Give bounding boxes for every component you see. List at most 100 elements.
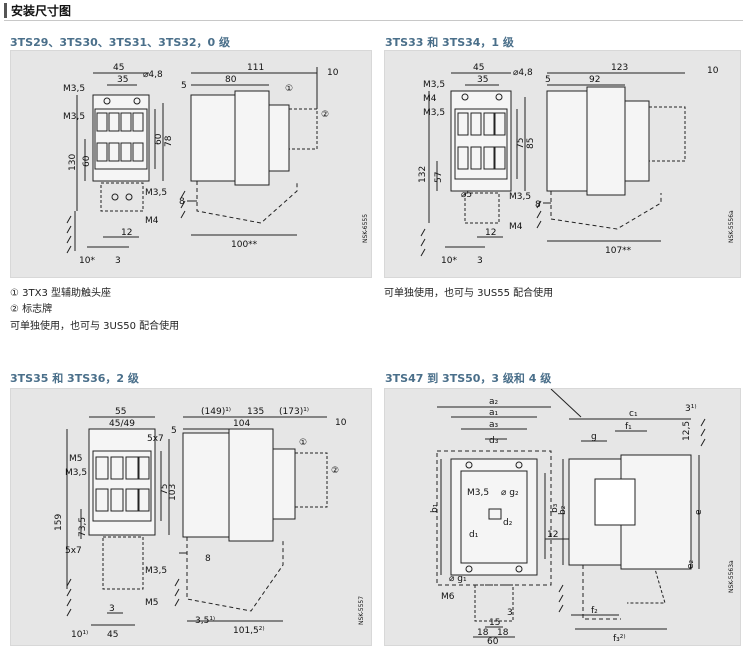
- label-screw-3: M3,5: [145, 566, 167, 576]
- label-screw-2: M3,5: [423, 108, 445, 118]
- dimension-drawing-3: a₂ a₁ a₃ d₃ b₁ b₃ M3,5 ⌀ g₂ d₁ d₂ ⌀ g₁ M…: [430, 389, 735, 645]
- label-screw-4: M4: [509, 222, 523, 232]
- drawing-panel-3: a₂ a₁ a₃ d₃ b₁ b₃ M3,5 ⌀ g₂ d₁ d₂ ⌀ g₁ M…: [384, 388, 741, 646]
- dim-slot: 5x7: [147, 434, 164, 444]
- label-screw-m5: M5: [69, 454, 83, 464]
- dim-12: 12: [547, 530, 558, 540]
- callout-1: ①: [299, 438, 307, 448]
- dim-depth-8: 8: [535, 200, 541, 210]
- dim-45: 45: [107, 630, 118, 640]
- header-accent-bar: [4, 3, 7, 18]
- dim-3: 3: [115, 256, 121, 266]
- dim-173: (173)¹⁾: [279, 407, 309, 417]
- dim-depth-5: 5: [545, 75, 551, 85]
- drawing-panel-2: 55 45/49 5x7 M5 M3,5 159 75 103 73,5 5x7…: [10, 388, 372, 646]
- label-screw-m4: M4: [423, 94, 437, 104]
- dim-d2: d₂: [503, 518, 513, 528]
- dimension-drawing-1: 45 35 ⌀4,8 M3,5 M4 M3,5 132 57 75 85 ⌀5 …: [418, 63, 735, 266]
- dim-149: (149)¹⁾: [201, 407, 231, 417]
- dim-12: 12: [121, 228, 132, 238]
- dim-depth-10: 10: [327, 68, 339, 78]
- dim-135: 135: [247, 407, 264, 417]
- dim-b3: b₃: [550, 503, 560, 513]
- dim-g2: ⌀ g₂: [501, 488, 519, 498]
- dim-8: 8: [205, 554, 211, 564]
- dim-width-total: 55: [115, 407, 126, 417]
- label-screw-2: M3,5: [63, 112, 85, 122]
- label-screw-4: M5: [145, 598, 159, 608]
- dim-depth-92: 92: [589, 75, 600, 85]
- dim-width-inner: 45/49: [109, 419, 135, 429]
- drawing-panel-0: 45 35 ⌀4,8 M3,5 M3,5 130 60 60 78 M3,5 M…: [10, 50, 372, 278]
- dim-3-5: 3,5¹⁾: [195, 616, 215, 626]
- note-0-2: 可单独使用，也可与 3US50 配合使用: [10, 321, 180, 332]
- callout-2: ②: [331, 466, 339, 476]
- dim-depth-total: 123: [611, 63, 628, 73]
- dim-g1: ⌀ g₁: [449, 574, 467, 584]
- label-screw: M3,5: [467, 488, 489, 498]
- dim-b1: b₁: [430, 503, 440, 513]
- dim-depth-total: 111: [247, 63, 264, 73]
- dim-height-total: 132: [418, 166, 428, 183]
- section-title-2: 3TS35 和 3TS36，2 级: [10, 372, 139, 385]
- section-title-1: 3TS33 和 3TS34，1 级: [385, 36, 514, 49]
- dim-height-total: 130: [68, 154, 78, 171]
- label-screw-1: M3,5: [423, 80, 445, 90]
- dim-width-inner: 35: [117, 75, 128, 85]
- dim-d3: d₃: [489, 436, 499, 446]
- drawing-code: NSK-5556a: [728, 210, 735, 243]
- dim-10-side: 10: [335, 418, 347, 428]
- dim-3: 3: [109, 604, 115, 614]
- dim-depth-80: 80: [225, 75, 237, 85]
- dim-10: 10*: [79, 256, 95, 266]
- drawing-code: NSK-5563a: [728, 560, 735, 593]
- dim-a2: a₂: [489, 397, 499, 407]
- dim-3-1: 3¹⁾: [685, 404, 697, 414]
- dim-10: 10*: [441, 256, 457, 266]
- page-header: 安装尺寸图: [0, 0, 747, 22]
- dim-height-r1: 75: [516, 138, 526, 149]
- note-1-0: 可单独使用，也可与 3US55 配合使用: [384, 288, 554, 299]
- dim-a1: a₁: [489, 408, 499, 418]
- dim-width-total: 45: [473, 63, 484, 73]
- dim-slot-2: 5x7: [65, 546, 82, 556]
- dim-depth-8: 8: [179, 197, 185, 207]
- dim-e2: e₂: [686, 559, 696, 569]
- dim-depth-100: 100**: [231, 240, 258, 250]
- dim-height-total: 159: [54, 514, 64, 531]
- note-0-0: ① 3TX3 型辅助触头座: [10, 288, 112, 299]
- dim-f1: f₁: [625, 422, 632, 432]
- dim-101-5: 101,5²⁾: [233, 626, 265, 636]
- dim-b2: b₂: [558, 505, 568, 515]
- label-screw-3: M3,5: [145, 188, 167, 198]
- dim-height-r2: 103: [168, 484, 178, 501]
- dim-a3: a₃: [489, 420, 499, 430]
- dim-c1: c₁: [629, 409, 638, 419]
- dim-height-right: 78: [164, 135, 174, 147]
- dim-d1: d₁: [469, 530, 479, 540]
- callout-2: ②: [321, 110, 329, 120]
- dim-f2: f₂: [591, 606, 598, 616]
- dim-depth-5: 5: [181, 81, 187, 91]
- dimension-drawing-2: 55 45/49 5x7 M5 M3,5 159 75 103 73,5 5x7…: [54, 407, 365, 640]
- dim-e: e: [694, 509, 704, 515]
- dim-15: 15: [489, 618, 500, 628]
- dim-12: 12: [485, 228, 496, 238]
- dim-hole-2: ⌀5: [461, 190, 472, 200]
- label-screw-1: M3,5: [63, 84, 85, 94]
- drawing-panel-1: 45 35 ⌀4,8 M3,5 M4 M3,5 132 57 75 85 ⌀5 …: [384, 50, 741, 278]
- dim-height-lower: 73,5: [78, 517, 88, 537]
- dim-3: 3: [507, 608, 513, 618]
- drawing-code: NSK-5557: [358, 596, 365, 625]
- note-0-1: ② 标志牌: [10, 304, 53, 315]
- dim-18-b: 18: [497, 628, 509, 638]
- dim-10: 10¹⁾: [71, 630, 88, 640]
- dim-12-5: 12,5: [682, 421, 692, 441]
- header-divider: [4, 20, 743, 21]
- section-title-3: 3TS47 到 3TS50，3 级和 4 级: [385, 372, 552, 385]
- dimension-drawing-0: 45 35 ⌀4,8 M3,5 M3,5 130 60 60 78 M3,5 M…: [63, 63, 369, 266]
- callout-1: ①: [285, 84, 293, 94]
- dim-5: 5: [171, 426, 177, 436]
- dim-hole: ⌀4,8: [513, 68, 533, 78]
- dim-18-a: 18: [477, 628, 489, 638]
